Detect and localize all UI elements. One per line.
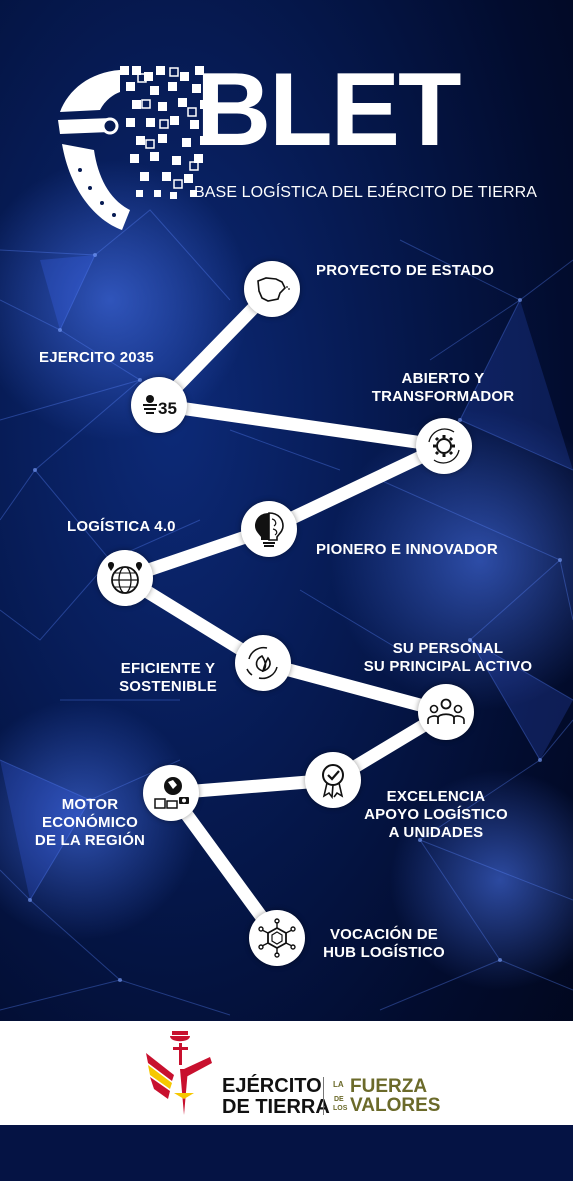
node-eficiente — [235, 635, 291, 691]
label-personal: SU PERSONAL SU PRINCIPAL ACTIVO — [350, 640, 546, 676]
label-motor-line2: ECONÓMICO — [42, 814, 138, 831]
brain-bulb-icon — [255, 512, 284, 547]
node-abierto — [416, 418, 472, 474]
label-motor-line3: DE LA REGIÓN — [34, 832, 146, 849]
node-excelencia — [305, 752, 361, 808]
footer-divider — [323, 1077, 324, 1115]
globe-pins-icon — [107, 562, 143, 594]
node-hub — [249, 910, 305, 966]
motto-small-1: LA — [333, 1080, 344, 1089]
economy-globe-icon — [154, 777, 189, 809]
node-logistica — [97, 550, 153, 606]
node-pionero — [241, 501, 297, 557]
label-motor: MOTOR ECONÓMICO DE LA REGIÓN — [25, 796, 155, 850]
glow-3 — [0, 700, 200, 940]
motto-big-1: FUERZA — [350, 1076, 428, 1097]
glow-4 — [390, 770, 573, 990]
org-line1: EJÉRCITO — [222, 1075, 322, 1097]
motto-small-2: DE — [334, 1096, 344, 1103]
gear-cycle-icon — [428, 428, 460, 464]
footer: EJÉRCITO DE TIERRA LA DE LOS FUERZA VALO… — [0, 1021, 573, 1125]
label-eficiente: EFICIENTE Y SOSTENIBLE — [104, 660, 232, 696]
logo-subtitle: BASE LOGÍSTICA DEL EJÉRCITO DE TIERRA — [194, 184, 538, 201]
logo-wordmark: BLET — [196, 52, 462, 168]
label-excelencia: EXCELENCIA APOYO LOGÍSTICO A UNIDADES — [356, 788, 516, 842]
label-hub: VOCACIÓN DE HUB LOGÍSTICO — [318, 926, 450, 962]
label-excelencia-line3: A UNIDADES — [388, 824, 484, 841]
glow-2 — [330, 410, 573, 710]
node-proyecto — [244, 261, 300, 317]
hexagon-network-icon — [258, 918, 296, 958]
facet-1 — [40, 255, 95, 330]
spain-map-icon — [257, 277, 290, 302]
label-proyecto: PROYECTO DE ESTADO — [316, 262, 495, 279]
label-abierto: ABIERTO Y TRANSFORMADOR — [360, 370, 526, 406]
org-line2: DE TIERRA — [222, 1096, 330, 1118]
label-hub-line1: VOCACIÓN DE — [329, 926, 439, 943]
label-eficiente-line2: SOSTENIBLE — [119, 678, 217, 695]
label-excelencia-line2: APOYO LOGÍSTICO — [364, 806, 508, 823]
label-excelencia-line1: EXCELENCIA — [386, 788, 486, 805]
award-badge-icon — [322, 764, 344, 800]
node-motor — [143, 765, 199, 821]
ejercito-crest-icon — [146, 1031, 212, 1115]
helmet-logo-icon — [58, 66, 209, 230]
label-motor-line1: MOTOR — [61, 796, 119, 813]
label-personal-line2: SU PRINCIPAL ACTIVO — [363, 658, 533, 675]
label-pionero: PIONERO E INNOVADOR — [316, 541, 498, 558]
footer-bottom-bar — [0, 1125, 573, 1181]
label-ejercito2035: EJERCITO 2035 — [39, 349, 154, 366]
label-abierto-line2: TRANSFORMADOR — [371, 388, 515, 405]
node-personal — [418, 684, 474, 740]
label-hub-line2: HUB LOGÍSTICO — [323, 944, 445, 961]
facet-4 — [470, 640, 573, 760]
motto-small-3: LOS — [333, 1105, 348, 1112]
svg-text:35: 35 — [158, 399, 177, 418]
facet-2 — [460, 300, 573, 470]
label-eficiente-line1: EFICIENTE Y — [120, 660, 216, 677]
ejercito-35-icon: 35 — [143, 395, 177, 418]
label-personal-line1: SU PERSONAL — [392, 640, 504, 657]
motto-big-2: VALORES — [350, 1095, 441, 1116]
people-group-icon — [427, 698, 465, 724]
label-logistica: LOGÍSTICA 4.0 — [67, 518, 176, 535]
node-ejercito2035: 35 — [131, 377, 187, 433]
leaf-recycle-icon — [246, 646, 278, 680]
facet-3 — [0, 760, 90, 900]
label-abierto-line1: ABIERTO Y — [401, 370, 485, 387]
